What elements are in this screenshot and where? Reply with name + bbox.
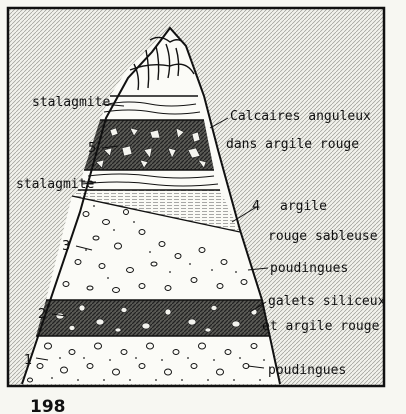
- label-galets-line2: et argile rouge: [262, 319, 380, 334]
- label-argile-line1: argile: [280, 199, 327, 214]
- layer-number-3: 3: [62, 239, 70, 254]
- layer-number-1: 1: [24, 353, 32, 368]
- label-calcaires-line1: Calcaires anguleux: [230, 109, 371, 124]
- label-poudingues-lower: poudingues: [268, 363, 346, 378]
- label-poudingues-upper: poudingues: [270, 261, 348, 276]
- label-galets-line1: galets siliceux: [268, 294, 386, 309]
- label-calcaires-line2: dans argile rouge: [226, 137, 359, 152]
- layer-number-2: 2: [38, 307, 46, 322]
- stalagmite-band-middle: [78, 170, 220, 190]
- page-number: 198: [30, 397, 66, 414]
- layer-number-5: 5: [88, 141, 96, 156]
- layer-number-4: 4: [252, 199, 260, 214]
- label-argile-line2: rouge sableuse: [268, 229, 378, 244]
- label-stalagmite-middle: stalagmite: [16, 177, 94, 192]
- label-stalagmite-top: stalagmite: [32, 95, 110, 110]
